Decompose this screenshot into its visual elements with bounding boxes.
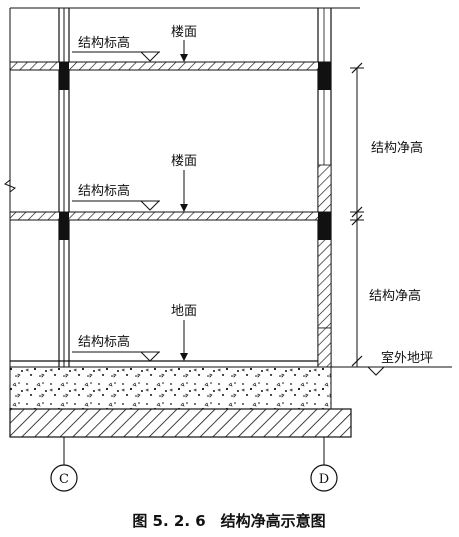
elevation-marker-bottom: [72, 351, 161, 362]
axis-marker-d: D: [310, 464, 338, 492]
label-floor-surface-mid: 楼面: [171, 154, 197, 169]
label-structural-elevation-bottom: 结构标高: [78, 334, 130, 350]
figure-caption: 图 5. 2. 6 结构净高示意图: [132, 512, 325, 530]
label-clear-height-lower: 结构净高: [369, 288, 421, 304]
middle-floor-slab: [9, 211, 332, 240]
label-outdoor-ground: 室外地坪: [381, 350, 433, 366]
axis-marker-c: C: [50, 464, 78, 492]
axis-label-c: C: [59, 472, 69, 487]
outdoor-ground-line: [331, 366, 452, 376]
floor-arrow-mid: [180, 170, 188, 212]
ground-arrow: [180, 320, 188, 361]
axis-label-d: D: [319, 472, 329, 487]
label-ground-surface: 地面: [171, 304, 197, 319]
label-structural-elevation-mid: 结构标高: [78, 183, 130, 199]
label-floor-surface-top: 楼面: [171, 25, 197, 40]
elevation-marker-mid: [72, 200, 161, 211]
clear-height-dimension: [350, 62, 364, 367]
label-structural-elevation-top: 结构标高: [78, 35, 130, 51]
ground-slab: [9, 360, 352, 438]
elevation-marker-top: [72, 51, 161, 62]
label-clear-height-upper: 结构净高: [371, 140, 423, 156]
floor-arrow-top: [180, 40, 188, 62]
top-floor-slab: [9, 61, 332, 90]
